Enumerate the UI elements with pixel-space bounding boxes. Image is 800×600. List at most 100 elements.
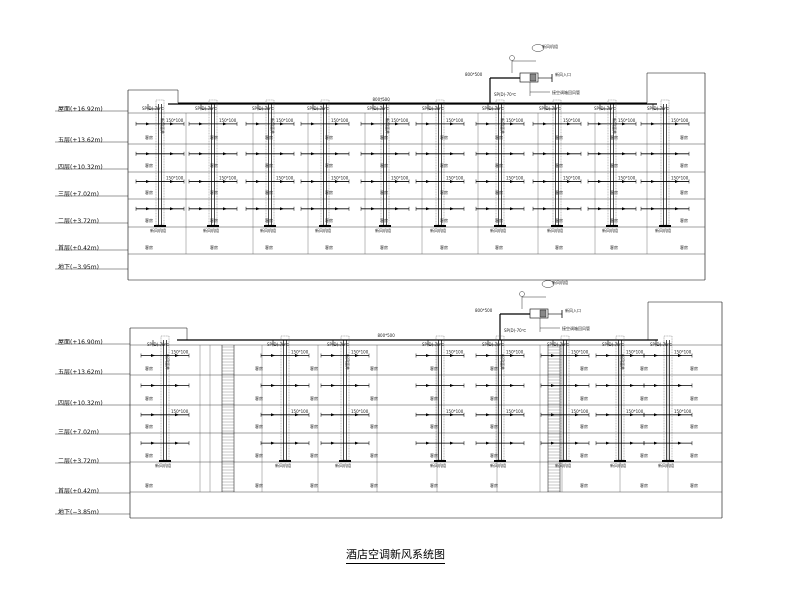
air-flow-arrow-icon: [450, 122, 454, 126]
fire-damper-label: SP(D)-70℃: [482, 106, 505, 111]
riser-base: [494, 460, 506, 462]
air-flow-arrow-icon: [355, 413, 359, 417]
riser-shaft: [660, 99, 670, 226]
riser-base: [154, 225, 166, 227]
room-label: 客房: [145, 189, 153, 195]
branch-size-label: 150*100: [671, 118, 689, 123]
air-flow-arrow-icon: [598, 179, 602, 183]
fire-damper-label: SP(D)-70℃: [594, 106, 617, 111]
riser-unit-label: 新风机组: [335, 462, 351, 468]
air-flow-arrow-icon: [395, 122, 399, 126]
air-flow-arrow-icon: [486, 207, 490, 211]
room-label: 客房: [440, 134, 448, 140]
branch-size-label: 150*100: [276, 118, 294, 123]
air-flow-arrow-icon: [371, 207, 375, 211]
riser-base: [494, 225, 506, 227]
room-label: 客房: [640, 452, 648, 458]
air-flow-arrow-icon: [355, 354, 359, 357]
branch-size-label: 150*100: [446, 350, 464, 355]
air-flow-arrow-icon: [678, 354, 682, 357]
room-label: 客房: [610, 217, 618, 223]
room-label: 客房: [580, 423, 588, 429]
fresh-air-unit-box: [529, 308, 549, 319]
air-flow-arrow-icon: [175, 413, 179, 417]
air-flow-arrow-icon: [331, 441, 335, 445]
riser-unit-label: 新风机组: [490, 227, 506, 233]
riser-unit-label: 新风机组: [260, 227, 276, 233]
branch-size-label: 150*100: [506, 409, 524, 414]
air-flow-arrow-icon: [606, 441, 610, 445]
room-label: 客房: [210, 217, 218, 223]
air-flow-arrow-icon: [630, 354, 634, 357]
air-flow-arrow-icon: [151, 413, 155, 417]
air-flow-arrow-icon: [510, 441, 514, 445]
room-label: 客房: [265, 217, 273, 223]
air-flow-arrow-icon: [223, 179, 227, 183]
air-flow-arrow-icon: [256, 122, 260, 126]
riser-shaft-label: 新风竖井: [160, 118, 166, 134]
room-label: 客房: [310, 365, 318, 371]
branch-size-label: 150*100: [166, 118, 184, 123]
floor-level-label: 二层(+3.72m): [58, 218, 99, 225]
room-label: 客房: [145, 452, 153, 458]
air-flow-arrow-icon: [280, 152, 284, 156]
sensor-icon: [519, 291, 525, 297]
air-flow-arrow-icon: [335, 152, 339, 156]
air-flow-arrow-icon: [280, 179, 284, 183]
room-label: 客房: [370, 452, 378, 458]
air-flow-arrow-icon: [199, 179, 203, 183]
room-label: 客房: [380, 134, 388, 140]
room-label: 客房: [380, 162, 388, 168]
room-label: 客房: [265, 189, 273, 195]
room-label: 客房: [440, 189, 448, 195]
branch-size-label: 150*100: [563, 175, 581, 180]
air-flow-arrow-icon: [311, 207, 315, 211]
riser-base: [551, 225, 563, 227]
air-flow-arrow-icon: [450, 354, 454, 357]
air-flow-arrow-icon: [331, 384, 335, 387]
room-label: 客房: [380, 244, 388, 250]
branch-size-label: 150*100: [618, 118, 636, 123]
air-flow-arrow-icon: [678, 384, 682, 387]
air-flow-arrow-icon: [311, 152, 315, 156]
fresh-air-unit-fan: [539, 309, 547, 318]
riser-unit-label: 新风机组: [655, 227, 671, 233]
air-flow-arrow-icon: [355, 384, 359, 387]
branch-size-label: 150*100: [506, 175, 524, 180]
air-flow-arrow-icon: [567, 179, 571, 183]
air-flow-arrow-icon: [426, 441, 430, 445]
outlet-label: 新风入口: [565, 307, 581, 313]
air-flow-arrow-icon: [170, 152, 174, 156]
air-flow-arrow-icon: [151, 441, 155, 445]
fire-damper-label: SP(D)-70℃: [142, 106, 165, 111]
room-label: 客房: [370, 482, 378, 488]
air-flow-arrow-icon: [486, 152, 490, 156]
air-flow-arrow-icon: [622, 179, 626, 183]
air-flow-arrow-icon: [146, 179, 150, 183]
air-flow-arrow-icon: [543, 207, 547, 211]
fire-damper-label: SP(D)-70℃: [267, 342, 290, 347]
riser-shaft-label: 新风竖井: [500, 118, 506, 134]
riser-base: [264, 225, 276, 227]
floor-level-label: 地下(−3.95m): [58, 264, 99, 271]
air-flow-arrow-icon: [335, 207, 339, 211]
air-flow-arrow-icon: [651, 152, 655, 156]
room-label: 客房: [440, 244, 448, 250]
room-label: 客房: [430, 365, 438, 371]
riser-base: [614, 460, 626, 462]
floor-level-label: 四层(+10.32m): [58, 400, 103, 407]
air-flow-arrow-icon: [567, 152, 571, 156]
air-flow-arrow-icon: [675, 152, 679, 156]
air-flow-arrow-icon: [450, 413, 454, 417]
air-flow-arrow-icon: [651, 122, 655, 126]
room-label: 客房: [255, 395, 263, 401]
branch-size-label: 150*100: [391, 118, 409, 123]
air-flow-arrow-icon: [510, 207, 514, 211]
riser-base: [279, 460, 291, 462]
air-flow-arrow-icon: [543, 152, 547, 156]
fire-damper-label: SP(D)-70℃: [327, 342, 350, 347]
unit-label: 新风机组: [552, 279, 568, 285]
riser-base: [434, 225, 446, 227]
room-label: 客房: [380, 189, 388, 195]
air-flow-arrow-icon: [606, 384, 610, 387]
